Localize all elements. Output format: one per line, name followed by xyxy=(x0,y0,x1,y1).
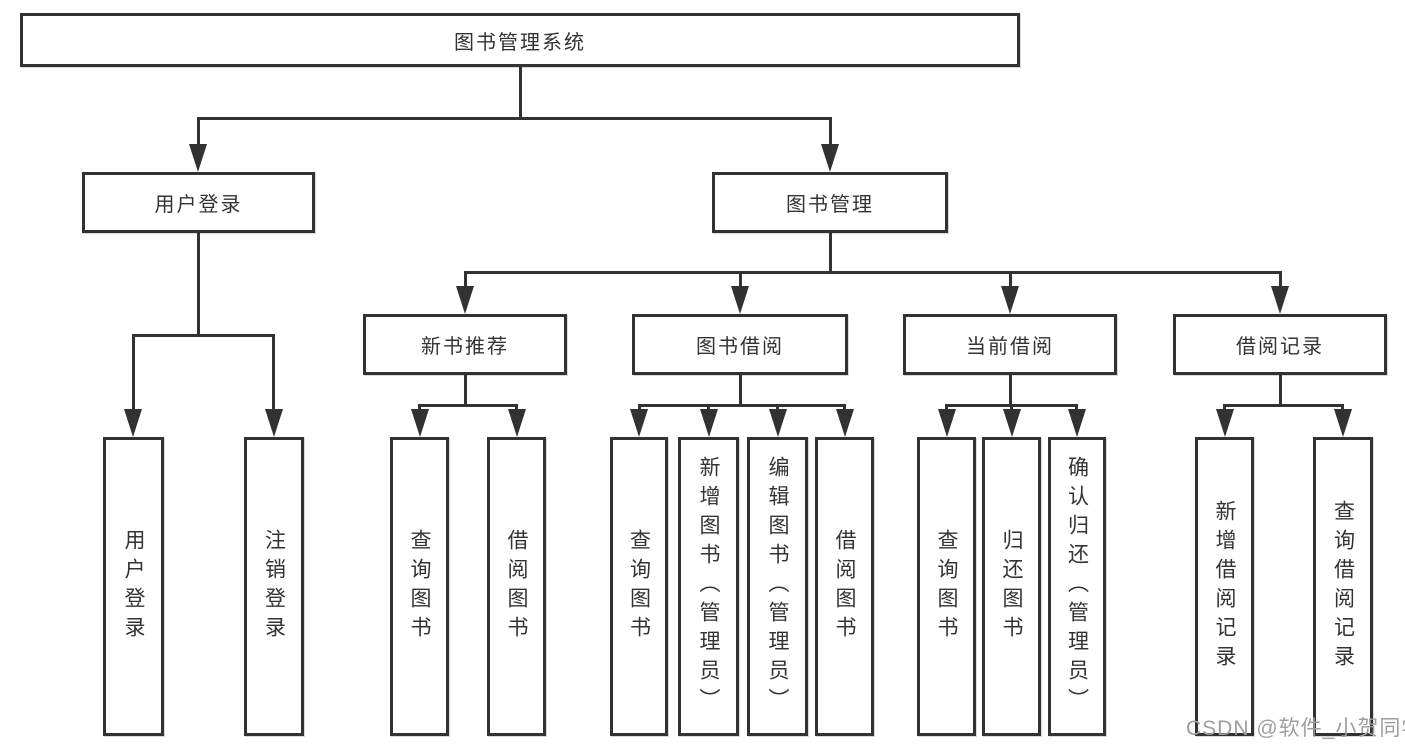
arrowhead-icon xyxy=(1216,409,1234,437)
connector-line xyxy=(464,271,467,291)
watermark: CSDN @软件_小贺同学 xyxy=(1186,717,1405,740)
node-leaf-query-books-borrowing: 查询图书 xyxy=(610,437,668,736)
arrowhead-icon xyxy=(836,409,854,437)
node-new-book-recommend: 新书推荐 xyxy=(363,314,567,375)
connector-line xyxy=(638,404,845,407)
arrowhead-icon xyxy=(821,144,839,172)
connector-line xyxy=(197,231,200,337)
node-leaf-edit-books-admin: 编辑图书（管理员） xyxy=(747,437,808,736)
connector-line xyxy=(464,271,1281,274)
connector-line xyxy=(829,231,832,274)
node-library-system: 图书管理系统 xyxy=(20,13,1020,67)
connector-line xyxy=(464,373,467,407)
arrowhead-icon xyxy=(731,286,749,314)
arrowhead-icon xyxy=(124,409,142,437)
node-current-borrowing: 当前借阅 xyxy=(903,314,1117,375)
node-leaf-query-books-current: 查询图书 xyxy=(917,437,976,736)
connector-line xyxy=(197,117,832,120)
node-leaf-return-books: 归还图书 xyxy=(982,437,1041,736)
node-leaf-add-books-admin: 新增图书（管理员） xyxy=(678,437,739,736)
connector-line xyxy=(132,334,135,412)
node-leaf-confirm-return-admin: 确认归还（管理员） xyxy=(1048,437,1106,736)
node-book-management: 图书管理 xyxy=(712,172,948,233)
connector-line xyxy=(739,271,742,291)
connector-line xyxy=(418,404,518,407)
connector-line xyxy=(739,373,742,407)
connector-line xyxy=(1279,271,1282,291)
connector-line xyxy=(1279,373,1282,407)
connector-line xyxy=(197,117,200,149)
node-leaf-query-borrow-record: 查询借阅记录 xyxy=(1313,437,1373,736)
arrowhead-icon xyxy=(700,409,718,437)
node-leaf-add-borrow-record: 新增借阅记录 xyxy=(1195,437,1254,736)
connector-line xyxy=(272,334,275,412)
arrowhead-icon xyxy=(265,409,283,437)
node-leaf-user-login: 用户登录 xyxy=(103,437,164,736)
arrowhead-icon xyxy=(1334,409,1352,437)
connector-line xyxy=(1009,373,1012,407)
node-borrowing-records: 借阅记录 xyxy=(1173,314,1387,375)
arrowhead-icon xyxy=(456,286,474,314)
node-leaf-logout: 注销登录 xyxy=(244,437,304,736)
arrowhead-icon xyxy=(938,409,956,437)
node-book-borrowing: 图书借阅 xyxy=(632,314,848,375)
node-user-login: 用户登录 xyxy=(82,172,315,233)
node-leaf-borrow-books: 借阅图书 xyxy=(815,437,874,736)
arrowhead-icon xyxy=(1271,286,1289,314)
connector-line xyxy=(1223,404,1344,407)
arrowhead-icon xyxy=(769,409,787,437)
node-leaf-borrow-books-recommend: 借阅图书 xyxy=(487,437,546,736)
connector-line xyxy=(829,117,832,149)
node-leaf-query-books-recommend: 查询图书 xyxy=(390,437,449,736)
connector-line xyxy=(1009,271,1012,291)
arrowhead-icon xyxy=(1001,286,1019,314)
arrowhead-icon xyxy=(189,144,207,172)
arrowhead-icon xyxy=(411,409,429,437)
arrowhead-icon xyxy=(1068,409,1086,437)
arrowhead-icon xyxy=(508,409,526,437)
arrowhead-icon xyxy=(630,409,648,437)
connector-line xyxy=(132,334,275,337)
arrowhead-icon xyxy=(1003,409,1021,437)
connector-line xyxy=(519,64,522,120)
